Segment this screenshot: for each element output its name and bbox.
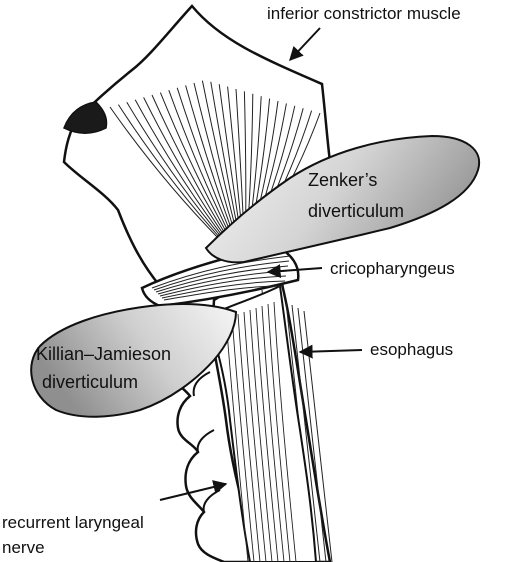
- crico-fiber: [161, 280, 286, 299]
- muscle-fiber: [201, 80, 239, 237]
- muscle-fiber: [134, 99, 226, 240]
- pharyngeal-fiber: [237, 313, 261, 562]
- pharyngeal-fiber: [261, 305, 285, 562]
- muscle-fiber: [176, 87, 234, 238]
- label-inferior-constrictor-muscle: inferior constrictor muscle: [267, 4, 461, 23]
- esophagus-fiber: [303, 310, 333, 562]
- esophagus-arrow: [298, 344, 363, 359]
- label-killian-line2: diverticulum: [42, 372, 139, 392]
- pharyngeal-fiber: [243, 311, 267, 562]
- muscle-fiber: [126, 101, 224, 240]
- label-zenker-line2: diverticulum: [308, 201, 405, 221]
- label-esophagus: esophagus: [370, 340, 454, 359]
- cricopharyngeus-arrow: [266, 264, 323, 279]
- muscle-fiber: [109, 106, 221, 241]
- pharyngeal-wall-lower: [204, 284, 318, 562]
- muscle-fiber: [193, 82, 237, 237]
- label-recurrent-nerve-line2: nerve: [2, 538, 45, 557]
- crico-fiber: [153, 260, 290, 291]
- muscle-fiber: [117, 104, 222, 241]
- muscle-fiber: [143, 97, 227, 240]
- killian-jamieson-diverticulum-shape: [30, 303, 238, 418]
- muscle-fiber: [185, 85, 235, 238]
- label-killian-line1: Killian–Jamieson: [36, 344, 172, 364]
- label-zenker-line1: Zenker’s: [308, 170, 378, 190]
- esophagus-fiber: [297, 307, 327, 562]
- crico-fiber: [163, 285, 285, 301]
- cartilage-shadow: [63, 101, 108, 134]
- inferior-constrictor-arrow: [289, 27, 321, 62]
- muscle-fiber: [168, 90, 232, 238]
- label-recurrent-nerve-line1: recurrent laryngeal: [2, 513, 144, 532]
- label-cricopharyngeus: cricopharyngeus: [330, 259, 455, 278]
- pharyngeal-fiber: [267, 303, 291, 562]
- muscle-fiber: [151, 94, 229, 239]
- pharyngeal-fiber: [231, 315, 255, 562]
- pharyngeal-fiber: [273, 301, 297, 562]
- pharyngeal-fiber: [255, 307, 279, 562]
- recurrent-nerve-arrow: [159, 480, 228, 501]
- esophagus-fiber: [291, 304, 321, 562]
- crico-fiber: [151, 255, 291, 289]
- pharyngeal-fiber: [225, 317, 249, 562]
- zenker-diverticulum-shape: [204, 134, 481, 264]
- pharyngeal-fiber: [249, 309, 273, 562]
- muscle-fiber: [159, 92, 231, 239]
- trachea-rings: [170, 328, 262, 562]
